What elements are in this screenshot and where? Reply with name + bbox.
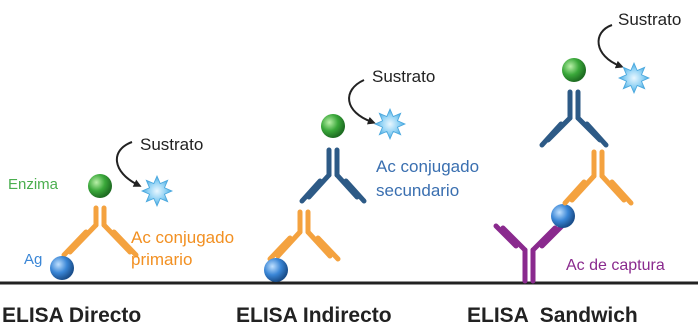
title-direct: ELISA Directo <box>2 304 141 327</box>
reaction-arrow-indirect <box>348 79 376 125</box>
reaction-arrow-sandwich <box>597 24 624 69</box>
detection-antibody <box>562 149 634 206</box>
antigen-indirect <box>264 258 288 282</box>
enzyme-indirect <box>321 114 345 138</box>
capture-antibody-label: Ac de captura <box>566 257 665 274</box>
substrate-icon-indirect <box>374 108 406 140</box>
substrate-icon-sandwich <box>618 62 650 94</box>
primary-antibody-label-1: Ac conjugado <box>131 228 234 247</box>
secondary-antibody-label-2: secundario <box>376 181 459 200</box>
enzyme-sandwich <box>562 58 586 82</box>
antigen-direct <box>50 256 74 280</box>
secondary-antibody-sandwich <box>539 89 609 148</box>
substrate-label-direct: Sustrato <box>140 135 203 154</box>
direct-panel: Sustrato Enzima Ac conjugado primario Ag… <box>2 135 234 327</box>
reaction-arrow-direct <box>115 141 142 187</box>
enzyme-label: Enzima <box>8 176 59 193</box>
sandwich-panel: Sustrato Ac de captura ELISA Sandwich <box>467 10 681 327</box>
substrate-label-sandwich: Sustrato <box>618 10 681 29</box>
primary-antibody-indirect <box>267 209 341 262</box>
secondary-antibody-label-1: Ac conjugado <box>376 157 479 176</box>
primary-antibody-direct <box>61 205 139 258</box>
antigen-sandwich <box>551 204 575 228</box>
capture-antibody <box>493 223 565 284</box>
substrate-icon-direct <box>141 175 173 207</box>
antigen-label: Ag <box>24 251 42 268</box>
title-sandwich: ELISA Sandwich <box>467 304 638 327</box>
substrate-label-indirect: Sustrato <box>372 67 435 86</box>
indirect-panel: Sustrato Ac conjugado secundario ELISA I… <box>236 67 479 327</box>
enzyme-direct <box>88 174 112 198</box>
title-indirect: ELISA Indirecto <box>236 304 392 327</box>
secondary-antibody <box>299 147 367 204</box>
primary-antibody-label-2: primario <box>131 250 192 269</box>
